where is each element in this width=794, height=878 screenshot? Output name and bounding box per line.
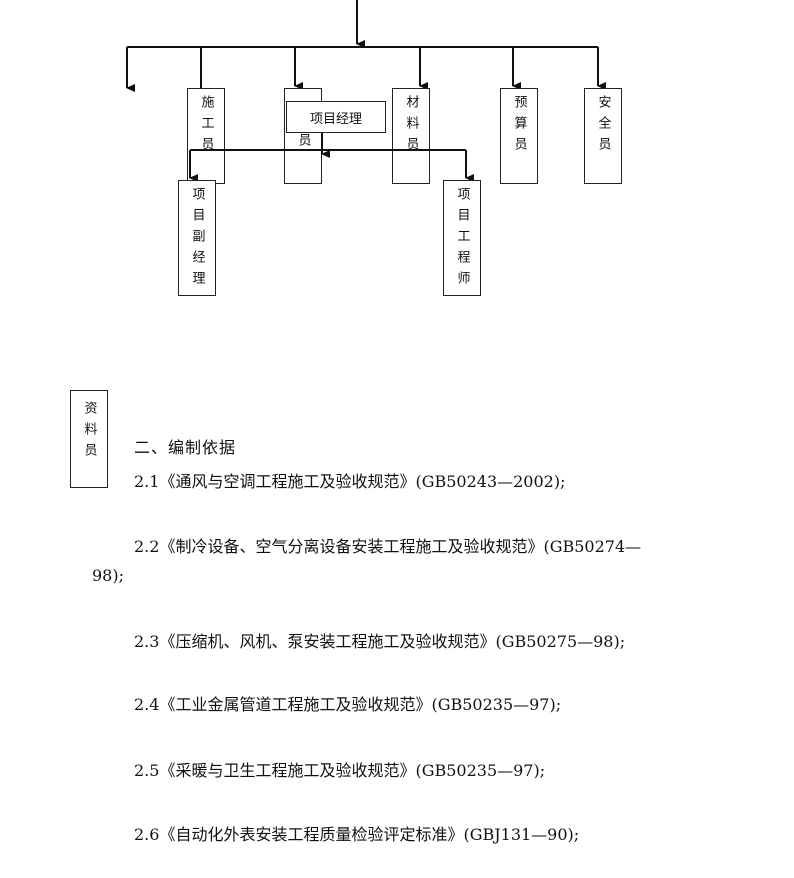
box-label: 资料员 (81, 401, 97, 464)
list-item: 2.1《通风与空调工程施工及验收规范》(GB50243—2002); (134, 472, 566, 491)
box-label: 材料员 (403, 95, 419, 158)
box-budget-staff: 预算员 (500, 88, 538, 184)
section-heading: 二、编制依据 (134, 438, 237, 457)
box-label: 项目工程师 (454, 187, 470, 292)
org-chart-connectors (126, 0, 606, 98)
box-safety-staff: 安全员 (584, 88, 622, 184)
box-construction-staff: 施工员 (187, 88, 225, 184)
box-project-manager: 项目经理 (286, 101, 386, 133)
box-deputy-manager: 项目副经理 (178, 180, 216, 296)
list-item: 2.6《自动化外表安装工程质量检验评定标准》(GBJ131—90); (134, 825, 580, 844)
list-item-continuation: 98); (92, 566, 124, 585)
list-item: 2.2《制冷设备、空气分离设备安装工程施工及验收规范》(GB50274— (134, 537, 642, 556)
list-item: 2.3《压缩机、风机、泵安装工程施工及验收规范》(GB50275—98); (134, 632, 626, 651)
box-label: 员 (295, 133, 311, 154)
sub-connectors (189, 133, 474, 182)
box-label: 项目副经理 (189, 187, 205, 292)
list-item: 2.4《工业金属管道工程施工及验收规范》(GB50235—97); (134, 695, 562, 714)
box-label: 项目经理 (309, 111, 362, 127)
box-label: 预算员 (511, 95, 527, 158)
box-label: 施工员 (198, 95, 214, 158)
box-archivist: 资料员 (70, 390, 108, 488)
box-label: 安全员 (595, 95, 611, 158)
box-material-staff: 材料员 (392, 88, 430, 184)
box-project-engineer: 项目工程师 (443, 180, 481, 296)
list-item: 2.5《采暖与卫生工程施工及验收规范》(GB50235—97); (134, 761, 546, 780)
